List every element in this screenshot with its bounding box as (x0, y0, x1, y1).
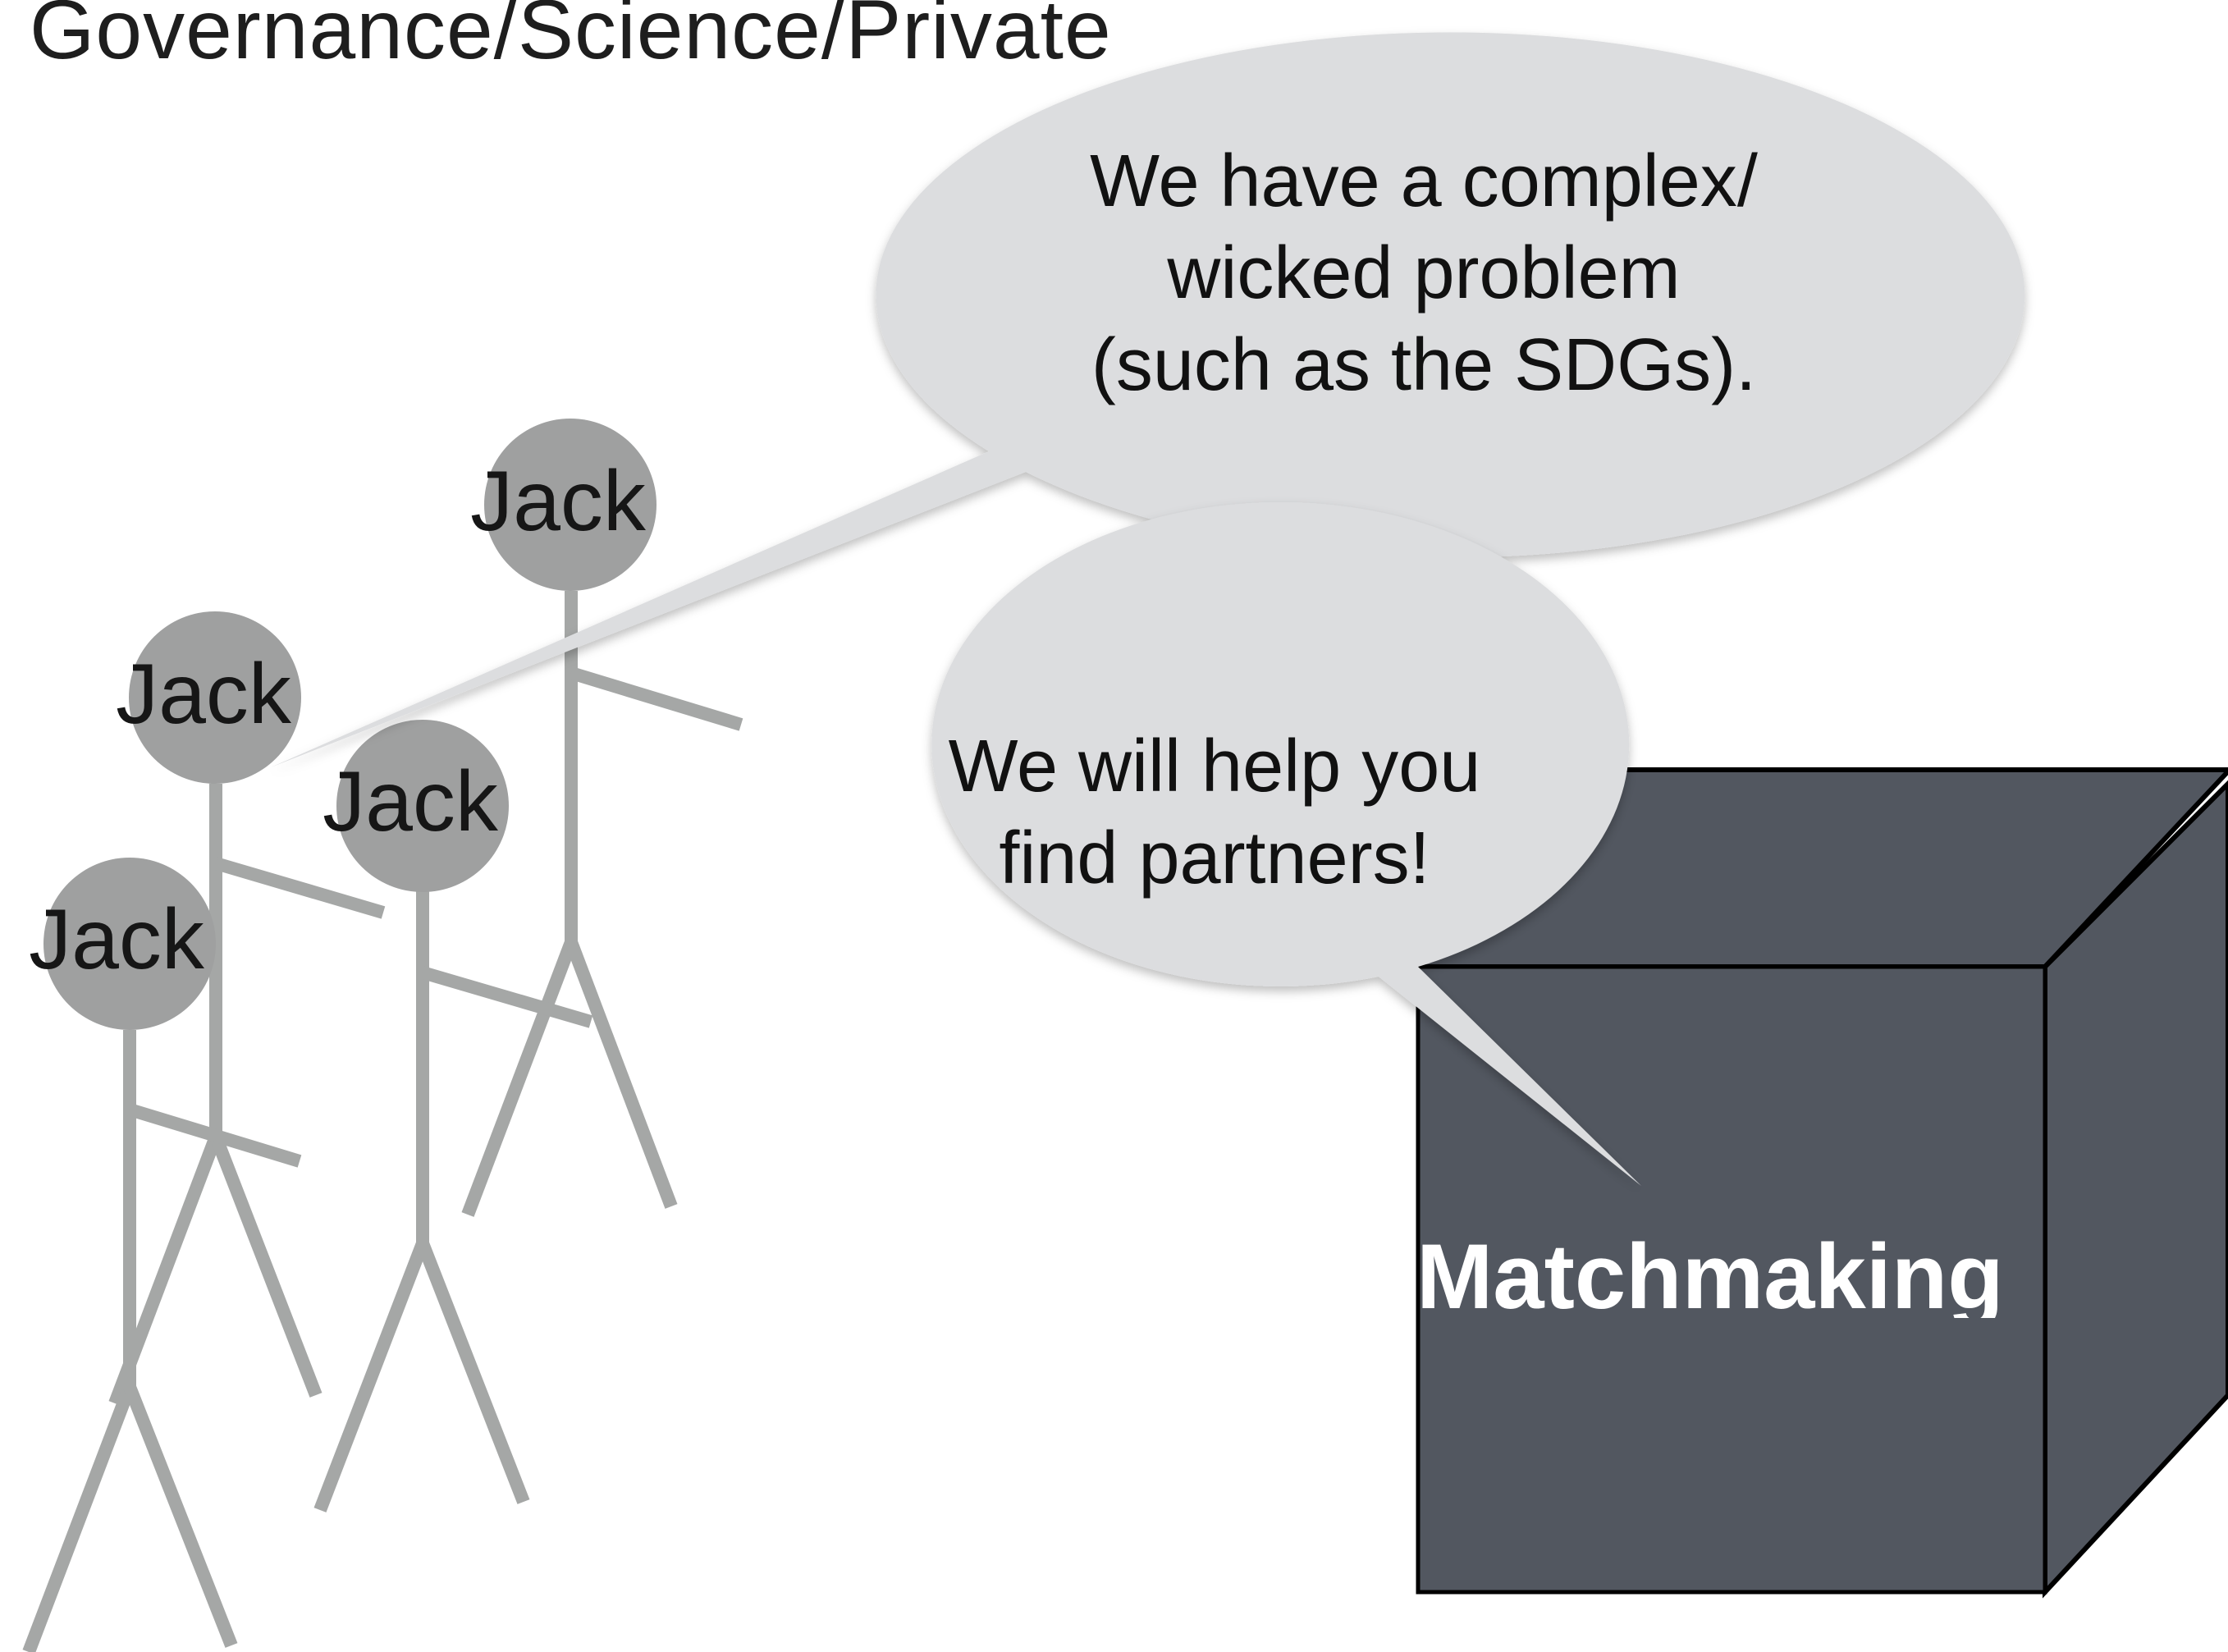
figure-label: Jack (470, 454, 646, 549)
head-middle (336, 720, 509, 892)
speech-bubble-help-text: We will help you find partners! (886, 721, 1543, 904)
bubble-line: We will help you (948, 725, 1481, 808)
bubble-line: (such as the SDGs). (1091, 324, 1757, 406)
head-left (129, 611, 301, 784)
bubble-line: We have a complex/ (1090, 140, 1758, 222)
bubble-line: wicked problem (1167, 232, 1681, 314)
head-front (43, 858, 216, 1030)
speech-bubble-help-shape (931, 501, 1641, 1186)
stick-figure-back-right (461, 591, 743, 1217)
figure-label: Jack (323, 754, 498, 849)
speech-bubble-problem-text: We have a complex/ wicked problem (such … (1018, 135, 1830, 411)
matchmaking-box (1411, 767, 2228, 1599)
figure-label: Jack (29, 892, 204, 987)
speech-bubble-problem-shape (271, 32, 2025, 767)
head-back-right (484, 419, 657, 591)
stick-figure-left (108, 784, 386, 1406)
stick-figure-front (22, 1030, 302, 1652)
bubble-line: find partners! (999, 817, 1430, 899)
matchmaking-label: Matchmaking (1416, 1228, 2004, 1318)
stick-figure-middle (313, 890, 593, 1512)
figure-label: Jack (116, 647, 291, 742)
diagram-title: Governance/Science/Private (30, 0, 1112, 76)
